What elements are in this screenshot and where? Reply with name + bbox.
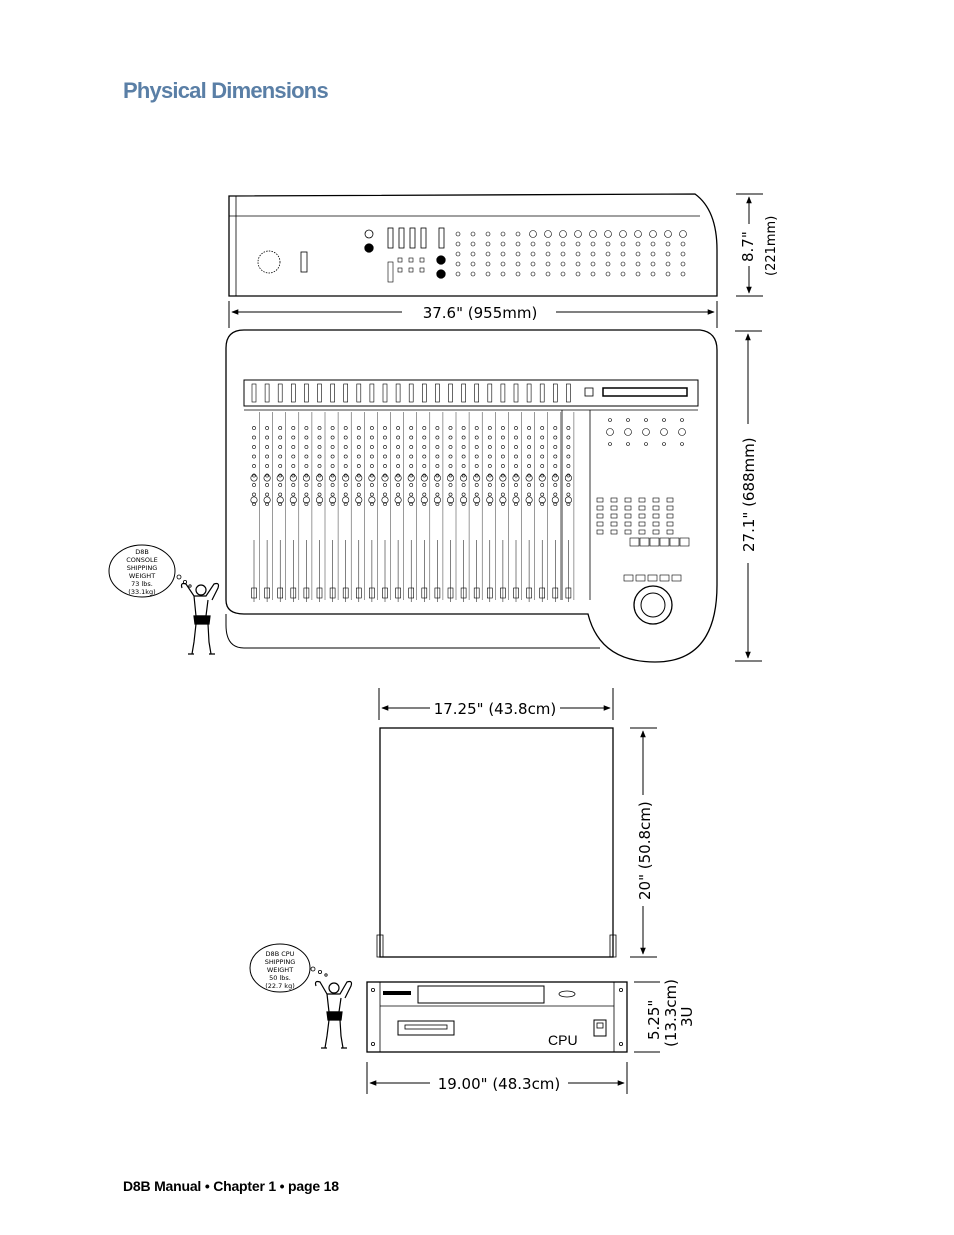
cpu-height-label: 5.25" — [645, 1000, 663, 1040]
console-width-dimension — [228, 301, 718, 328]
cpu-height-dimension — [634, 981, 660, 1053]
console-width-label: 37.6" (955mm) — [423, 304, 538, 322]
svg-text:(22.7 kg): (22.7 kg) — [265, 982, 295, 990]
cpu-rack-width-dimension — [366, 1062, 628, 1094]
cpu-front-label: CPU — [548, 1032, 578, 1048]
console-rear-view — [228, 193, 718, 297]
console-top-view — [225, 329, 718, 663]
svg-text:73 lbs.: 73 lbs. — [131, 580, 153, 588]
page-title: Physical Dimensions — [123, 78, 329, 103]
svg-text:50 lbs.: 50 lbs. — [269, 974, 291, 982]
cpu-depth-dimension — [630, 727, 657, 958]
cpu-top-view — [376, 727, 617, 958]
page-footer: D8B Manual • Chapter 1 • page 18 — [123, 1178, 339, 1194]
console-weight-bubble: D8B CONSOLE SHIPPING WEIGHT 73 lbs. (33.… — [108, 544, 192, 598]
console-depth-dimension — [735, 330, 762, 662]
cpu-depth-label: 20" (50.8cm) — [636, 801, 654, 900]
svg-text:WEIGHT: WEIGHT — [267, 966, 293, 974]
console-height-dimension — [736, 193, 763, 297]
svg-text:D8B CPU: D8B CPU — [266, 950, 295, 958]
svg-text:(33.1kg): (33.1kg) — [128, 588, 155, 596]
strongman-illustration-console — [180, 582, 220, 655]
cpu-depth-width-label: 17.25" (43.8cm) — [434, 700, 557, 718]
cpu-rack-units: 3U — [678, 1006, 696, 1027]
console-height-metric: (221mm) — [764, 216, 779, 276]
svg-text:CONSOLE: CONSOLE — [126, 556, 158, 564]
svg-text:SHIPPING: SHIPPING — [265, 958, 296, 966]
svg-text:SHIPPING: SHIPPING — [127, 564, 158, 572]
cpu-front-view — [366, 981, 628, 1053]
cpu-height-metric: (13.3cm) — [662, 979, 680, 1047]
cpu-depth-width-dimension — [378, 688, 614, 720]
console-height-label: 8.7" — [739, 231, 757, 262]
svg-text:WEIGHT: WEIGHT — [129, 572, 155, 580]
console-depth-label: 27.1" (688mm) — [740, 437, 758, 552]
cpu-rack-width-label: 19.00" (48.3cm) — [438, 1075, 561, 1093]
cpu-weight-bubble: D8B CPU SHIPPING WEIGHT 50 lbs. (22.7 kg… — [249, 943, 328, 993]
svg-text:D8B: D8B — [135, 548, 149, 556]
strongman-illustration-cpu — [314, 980, 353, 1049]
